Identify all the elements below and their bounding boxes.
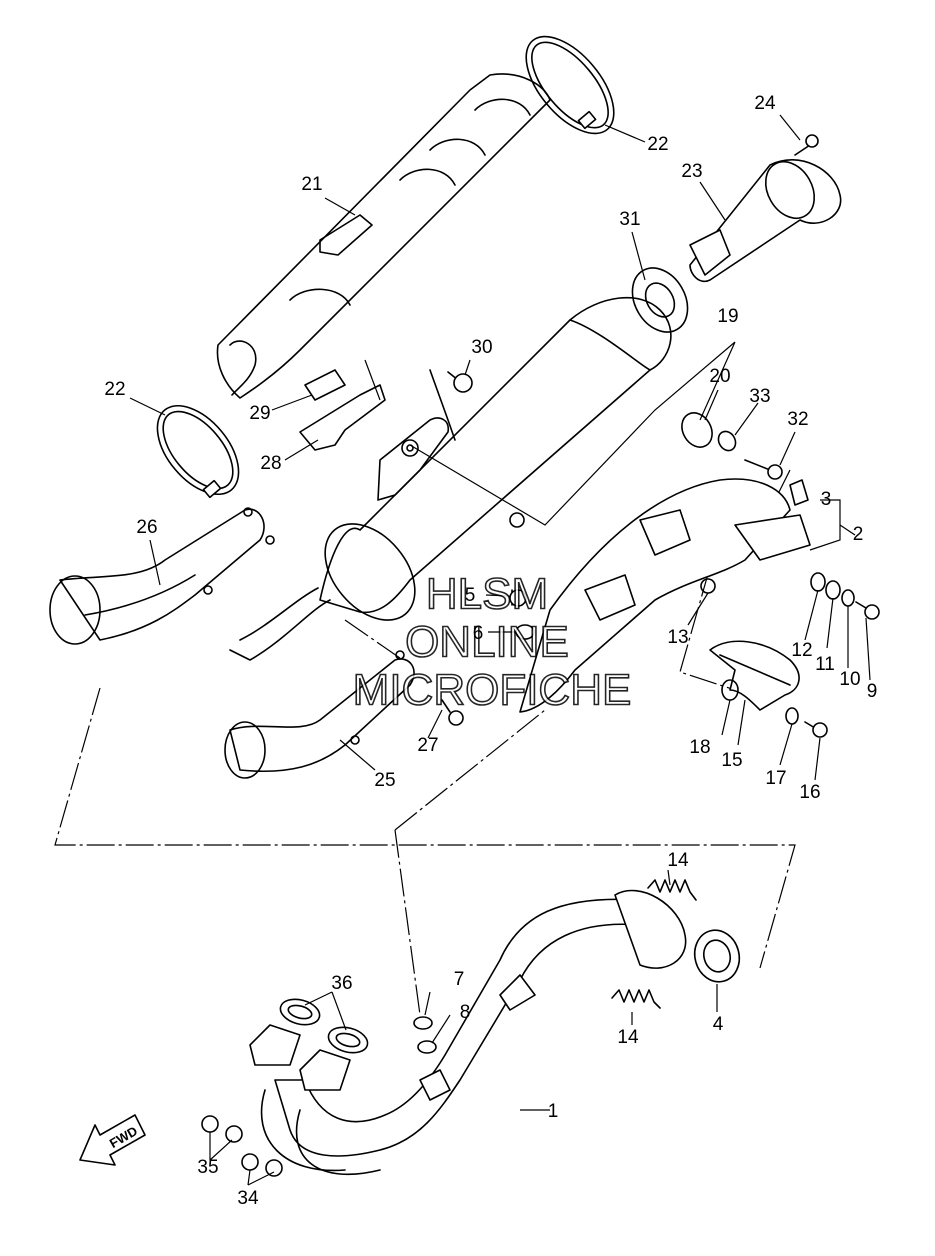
callout-numbers: 1 2 3 4 5 6 7 8 9 10 11 12 13 14 14 15 1…	[104, 93, 877, 1209]
flange-left	[249, 1024, 351, 1091]
leader-lines	[129, 114, 871, 1186]
bolt-30	[429, 369, 473, 441]
callout-26: 26	[136, 517, 157, 538]
callout-19: 19	[717, 306, 738, 327]
callout-1: 1	[548, 1101, 559, 1122]
nuts-35	[201, 1115, 243, 1143]
bolt-9	[855, 601, 880, 620]
callout-13: 13	[667, 627, 688, 648]
gasket-36-b	[327, 1026, 369, 1054]
callout-15: 15	[721, 750, 742, 771]
callout-23: 23	[681, 161, 702, 182]
callout-7: 7	[454, 969, 465, 990]
bracket-28	[299, 384, 386, 451]
bracket-15	[709, 640, 800, 711]
bolt-27	[441, 699, 464, 726]
callout-6: 6	[473, 623, 484, 644]
arrow-down-left-icon	[79, 1114, 146, 1166]
callout-12: 12	[791, 640, 812, 661]
damper-20	[681, 412, 713, 448]
callout-11: 11	[815, 654, 835, 675]
callout-36: 36	[331, 973, 352, 994]
callout-16: 16	[799, 782, 820, 803]
nuts-34	[241, 1153, 283, 1177]
watermark-line-1: HLSM	[426, 570, 548, 619]
washer-17	[785, 707, 799, 725]
callout-31: 31	[619, 209, 640, 230]
callout-34: 34	[237, 1188, 259, 1209]
callout-27: 27	[417, 735, 438, 756]
exhaust-pipe-25	[224, 650, 415, 779]
callout-2: 2	[853, 524, 864, 545]
bolt-24	[794, 134, 819, 156]
watermark-line-3: MICROFICHE	[353, 666, 632, 715]
callout-14-top: 14	[667, 850, 689, 871]
heat-shield-2	[519, 478, 811, 713]
exhaust-pipe-1	[260, 889, 687, 1175]
callout-8: 8	[460, 1002, 471, 1023]
muffler-band-top	[525, 35, 615, 135]
callout-25: 25	[374, 770, 395, 791]
tailpipe	[689, 159, 842, 283]
callout-10: 10	[839, 669, 860, 690]
gasket-4	[693, 929, 741, 983]
washer-8	[417, 1040, 437, 1054]
watermark: HLSM ONLINE MICROFICHE	[352, 569, 632, 716]
spring-14-bottom	[611, 989, 661, 1009]
callout-24: 24	[754, 93, 776, 114]
callout-5: 5	[465, 585, 476, 606]
callout-3: 3	[821, 489, 832, 510]
bolt-5	[509, 589, 527, 607]
callout-21: 21	[301, 174, 322, 195]
callout-17: 17	[765, 768, 786, 789]
callout-32: 32	[787, 409, 808, 430]
callout-22-top: 22	[647, 134, 668, 155]
washer-10	[841, 589, 855, 607]
washer-11	[825, 580, 841, 600]
callout-18: 18	[689, 737, 710, 758]
washer-13	[700, 578, 716, 594]
callout-14-bottom: 14	[617, 1027, 639, 1048]
watermark-line-2: ONLINE	[405, 618, 569, 667]
callout-30: 30	[471, 337, 492, 358]
spring-14-top	[647, 879, 697, 901]
callout-4: 4	[713, 1014, 724, 1035]
heat-protector	[216, 73, 551, 399]
muffler-band-left	[156, 404, 240, 499]
callout-35: 35	[197, 1157, 218, 1178]
callout-29: 29	[249, 403, 270, 424]
washer-33	[717, 430, 737, 452]
fwd-direction-badge: FWD	[79, 1114, 146, 1166]
washer-7	[413, 1016, 433, 1030]
gasket-36-a	[279, 998, 321, 1026]
callout-9: 9	[867, 681, 878, 702]
callout-28: 28	[260, 453, 281, 474]
exhaust-pipe-26	[49, 507, 275, 645]
bolt-32	[744, 459, 783, 480]
bolt-16	[804, 721, 828, 738]
callout-33: 33	[749, 386, 770, 407]
washer-12	[810, 572, 826, 592]
callout-20: 20	[709, 366, 730, 387]
muffler-body	[229, 296, 672, 661]
callout-22-left: 22	[104, 379, 125, 400]
